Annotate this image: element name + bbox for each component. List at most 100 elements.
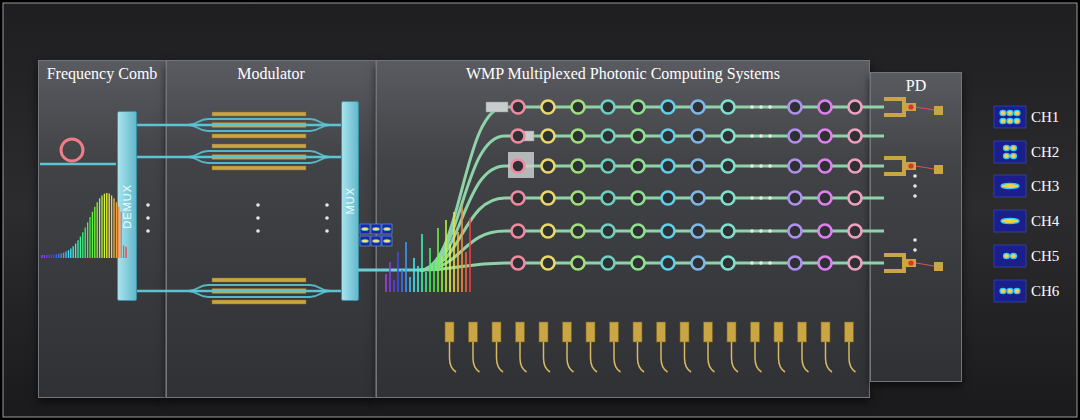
electrode xyxy=(212,289,306,294)
comb-line xyxy=(85,227,86,258)
mode-lobe xyxy=(1011,253,1017,258)
electrode-lead xyxy=(732,342,739,372)
ellipsis-dot xyxy=(913,174,917,178)
comb-line xyxy=(111,195,112,258)
spectrum-line xyxy=(449,244,451,292)
background-fill xyxy=(3,3,1077,417)
comb-line xyxy=(41,255,42,258)
electrode-lead xyxy=(520,342,527,372)
microring xyxy=(632,225,645,238)
mode-lobe xyxy=(373,227,380,230)
section-panel: ModulatorMUX xyxy=(166,60,376,398)
photodiode xyxy=(908,260,913,265)
mode-lobe xyxy=(1000,288,1006,293)
microring xyxy=(542,130,555,143)
spectrum-line xyxy=(409,277,411,292)
microring xyxy=(722,225,735,238)
microring xyxy=(602,160,615,173)
microring xyxy=(572,160,585,173)
mode-lobe xyxy=(1014,110,1020,115)
comb-line xyxy=(68,250,69,258)
microring xyxy=(692,101,705,114)
mode-image xyxy=(994,210,1026,232)
electrode-lead xyxy=(473,342,480,372)
spectrum-line xyxy=(469,218,471,292)
comb-line xyxy=(80,237,81,258)
section-panel: Frequency CombDEMUX xyxy=(38,60,166,398)
bus-waveguide xyxy=(420,136,884,270)
photodiode xyxy=(908,104,913,109)
mode-lobe xyxy=(384,227,391,230)
microring xyxy=(849,101,862,114)
electrode-lead xyxy=(614,342,621,372)
electrode-pad xyxy=(469,322,478,342)
mode-lobe xyxy=(1014,288,1020,293)
electrode-pad xyxy=(704,322,713,342)
channel-label: CH6 xyxy=(1031,282,1059,300)
electrode-lead xyxy=(544,342,551,372)
bond-wire xyxy=(916,263,934,266)
electrode-lead xyxy=(567,342,574,372)
section-title: WMP Multiplexed Photonic Computing Syste… xyxy=(377,64,869,84)
microring xyxy=(819,225,832,238)
comb-line xyxy=(99,198,100,258)
spectrum-line xyxy=(385,274,387,292)
mode-lobe xyxy=(1001,183,1019,188)
electrode-lead xyxy=(802,342,809,372)
microring xyxy=(662,130,675,143)
section-title: Modulator xyxy=(167,64,375,84)
microring xyxy=(789,225,802,238)
mode-icon xyxy=(382,224,392,234)
comb-line xyxy=(70,248,71,258)
pd-electrode xyxy=(884,99,904,115)
spectrum-line xyxy=(433,262,435,292)
comb-line xyxy=(104,194,105,258)
microring xyxy=(632,130,645,143)
section-panel: PD xyxy=(870,72,962,382)
comb-line xyxy=(89,217,90,258)
bus-waveguide xyxy=(40,163,116,166)
ellipsis-dot xyxy=(759,261,763,265)
comb-line xyxy=(113,198,114,258)
microring xyxy=(819,160,832,173)
channel-label: CH1 xyxy=(1031,108,1059,126)
microring xyxy=(662,257,675,270)
microring xyxy=(542,101,555,114)
mode-lobe xyxy=(1007,110,1013,115)
microring xyxy=(849,160,862,173)
mzi-arm xyxy=(188,119,330,125)
comb-line xyxy=(46,255,47,258)
bond-wire xyxy=(916,107,934,110)
pd-electrode xyxy=(884,255,904,271)
microring xyxy=(572,101,585,114)
ellipsis-dot xyxy=(759,134,763,138)
mode-icon xyxy=(360,224,370,234)
electrode-pad xyxy=(610,322,619,342)
microring xyxy=(602,101,615,114)
electrode-lead xyxy=(826,342,833,372)
electrode-pad xyxy=(845,322,854,342)
mode-lobe xyxy=(1004,153,1010,158)
microring xyxy=(632,257,645,270)
comb-line xyxy=(51,255,52,258)
mzi-arm xyxy=(188,291,330,297)
mode-lobe xyxy=(1000,110,1006,115)
mode-lobe xyxy=(1011,145,1017,150)
microring xyxy=(662,101,675,114)
microring xyxy=(819,192,832,205)
microring xyxy=(512,101,525,114)
electrode xyxy=(212,144,306,148)
demux-bar: DEMUX xyxy=(117,111,137,301)
microring xyxy=(789,130,802,143)
electrode-pad xyxy=(751,322,760,342)
spectrum-line xyxy=(393,280,395,292)
ellipsis-dot xyxy=(256,216,260,220)
comb-line xyxy=(101,195,102,258)
comb-line xyxy=(109,194,110,258)
comb-line xyxy=(82,232,83,258)
bond-wire xyxy=(916,166,934,169)
waveguide-connector xyxy=(137,290,341,293)
comb-line xyxy=(106,193,107,258)
microring xyxy=(789,101,802,114)
